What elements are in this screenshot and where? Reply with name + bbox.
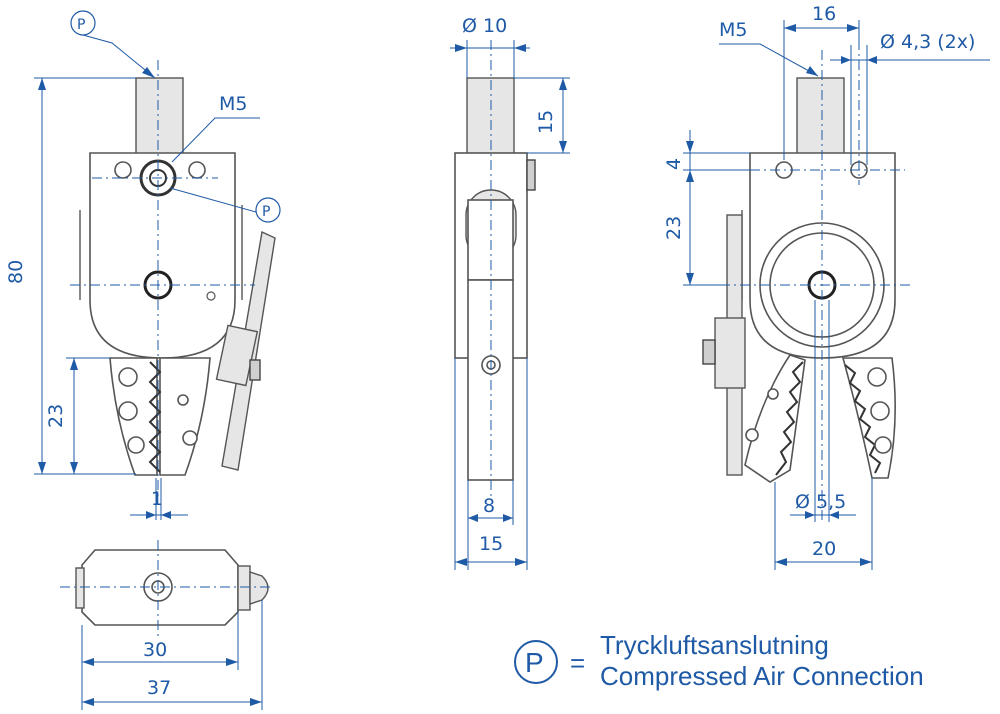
dia-10: Ø 10	[462, 15, 507, 37]
svg-text:P: P	[525, 647, 544, 678]
p-symbol-side	[255, 197, 281, 223]
m5-callout-right: M5	[719, 19, 747, 41]
right-jaw-left	[744, 354, 806, 483]
front-shank	[135, 77, 184, 155]
legend-equals: =	[570, 648, 585, 678]
front-jaw-right	[159, 357, 211, 476]
front-hole-left	[114, 161, 132, 179]
front-hole-right	[188, 161, 206, 179]
dim-37: 37	[147, 677, 171, 699]
legend-line1: Tryckluftsanslutning	[600, 630, 829, 660]
dim-23-front: 23	[45, 404, 67, 428]
side-view: Ø 10 15 8 15	[450, 15, 570, 570]
m5-callout-front: M5	[219, 93, 247, 115]
dim-23-right: 23	[663, 216, 685, 240]
front-lever-block	[215, 324, 259, 387]
legend: P = Tryckluftsanslutning Compressed Air …	[514, 630, 924, 691]
svg-text:P: P	[262, 204, 270, 220]
dim-80: 80	[5, 260, 27, 284]
dim-15-shank: 15	[535, 110, 557, 134]
right-lever-block	[714, 317, 746, 389]
right-shank	[796, 77, 845, 155]
right-view: 16 Ø 4,3 (2x) M5 4 23 Ø 5,5	[663, 3, 990, 570]
legend-p-symbol	[514, 640, 558, 684]
dia-4-3: Ø 4,3 (2x)	[880, 31, 975, 53]
svg-text:P: P	[77, 17, 85, 33]
dim-4: 4	[663, 158, 685, 170]
dim-16: 16	[812, 3, 836, 25]
dim-20: 20	[812, 538, 836, 560]
front-view: 80 23 1 P M5 P	[5, 10, 281, 520]
dim-8: 8	[483, 495, 495, 517]
dim-1: 1	[151, 488, 163, 510]
dim-30: 30	[143, 639, 167, 661]
dim-15-width: 15	[479, 533, 503, 555]
legend-line2: Compressed Air Connection	[600, 661, 924, 691]
top-view: 30 37	[60, 540, 270, 710]
dia-5-5: Ø 5,5	[795, 491, 846, 513]
